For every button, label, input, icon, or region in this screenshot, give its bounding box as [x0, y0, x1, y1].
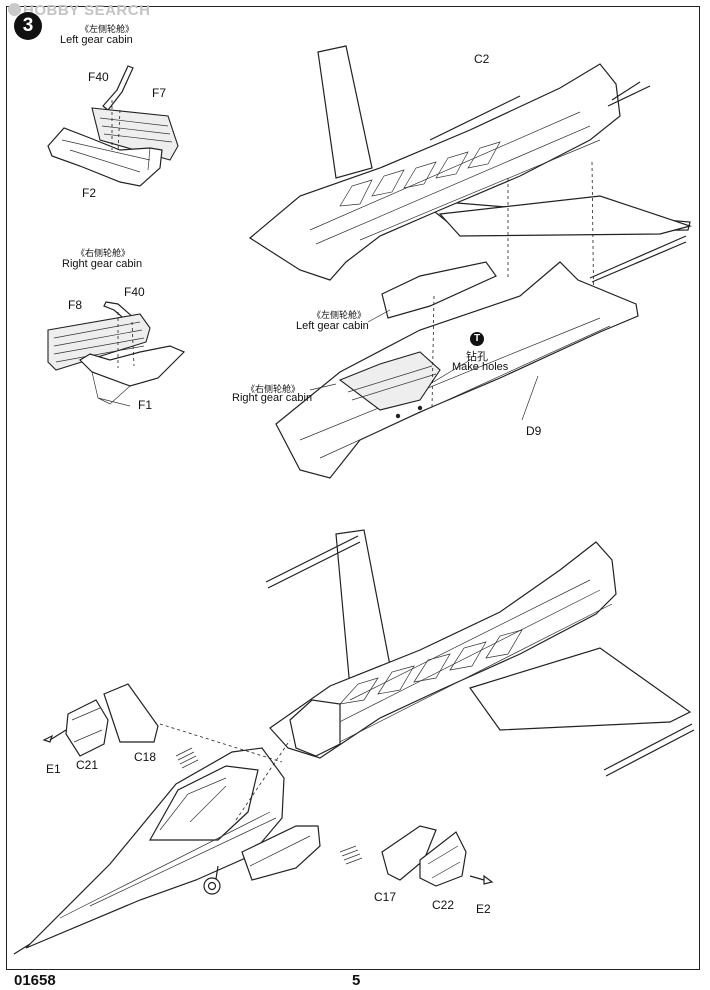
part-label-c2: C2 — [474, 52, 490, 66]
part-label-e1: E1 — [46, 762, 61, 776]
watermark: HOBBY SEARCH — [8, 2, 150, 19]
part-label-c21: C21 — [76, 758, 99, 772]
page-border — [6, 6, 700, 970]
drill-cn-label: 钻孔 — [466, 351, 488, 363]
right-gear-cabin-drawing — [47, 301, 186, 407]
part-label-c18: C18 — [134, 750, 157, 764]
watermark-logo-icon — [8, 3, 21, 16]
completed-aircraft-drawing — [13, 529, 695, 955]
upper-fuselage-c2-drawing — [248, 45, 693, 331]
right-gear-cabin-cn-label: 《右侧轮舱》 — [76, 248, 131, 258]
drill-holes-label: Make holes — [452, 361, 509, 373]
part-label-d9: D9 — [526, 424, 542, 438]
left-gear-cabin-label: Left gear cabin — [60, 34, 133, 46]
fuselage-right-gear-label: Right gear cabin — [232, 392, 313, 404]
fuselage-left-gear-cn-label: 《左侧轮舱》 — [312, 310, 367, 320]
fuselage-left-gear-label: Left gear cabin — [296, 320, 369, 332]
right-gear-cabin-label: Right gear cabin — [62, 258, 143, 270]
lower-fuselage-d9-drawing — [275, 261, 639, 479]
part-label-f7: F7 — [152, 86, 167, 100]
step-number-badge: 3 — [14, 12, 42, 40]
watermark-text: HOBBY SEARCH — [23, 2, 151, 19]
kit-code: 01658 — [14, 972, 56, 989]
part-label-f40-top: F40 — [88, 70, 109, 84]
left-gear-cabin-cn-label: 《左侧轮舱》 — [80, 24, 135, 34]
part-label-f8: F8 — [68, 298, 83, 312]
part-label-c17: C17 — [374, 890, 397, 904]
part-label-f2: F2 — [82, 186, 97, 200]
part-label-f1: F1 — [138, 398, 153, 412]
part-label-e2: E2 — [476, 902, 491, 916]
part-label-c22: C22 — [432, 898, 455, 912]
left-gear-cabin-drawing — [47, 65, 179, 187]
fuselage-right-gear-cn-label: 《右侧轮舱》 — [246, 384, 301, 394]
part-label-f40-mid: F40 — [124, 285, 145, 299]
page-number: 5 — [352, 972, 361, 989]
tool-note-icon: T — [470, 332, 484, 346]
